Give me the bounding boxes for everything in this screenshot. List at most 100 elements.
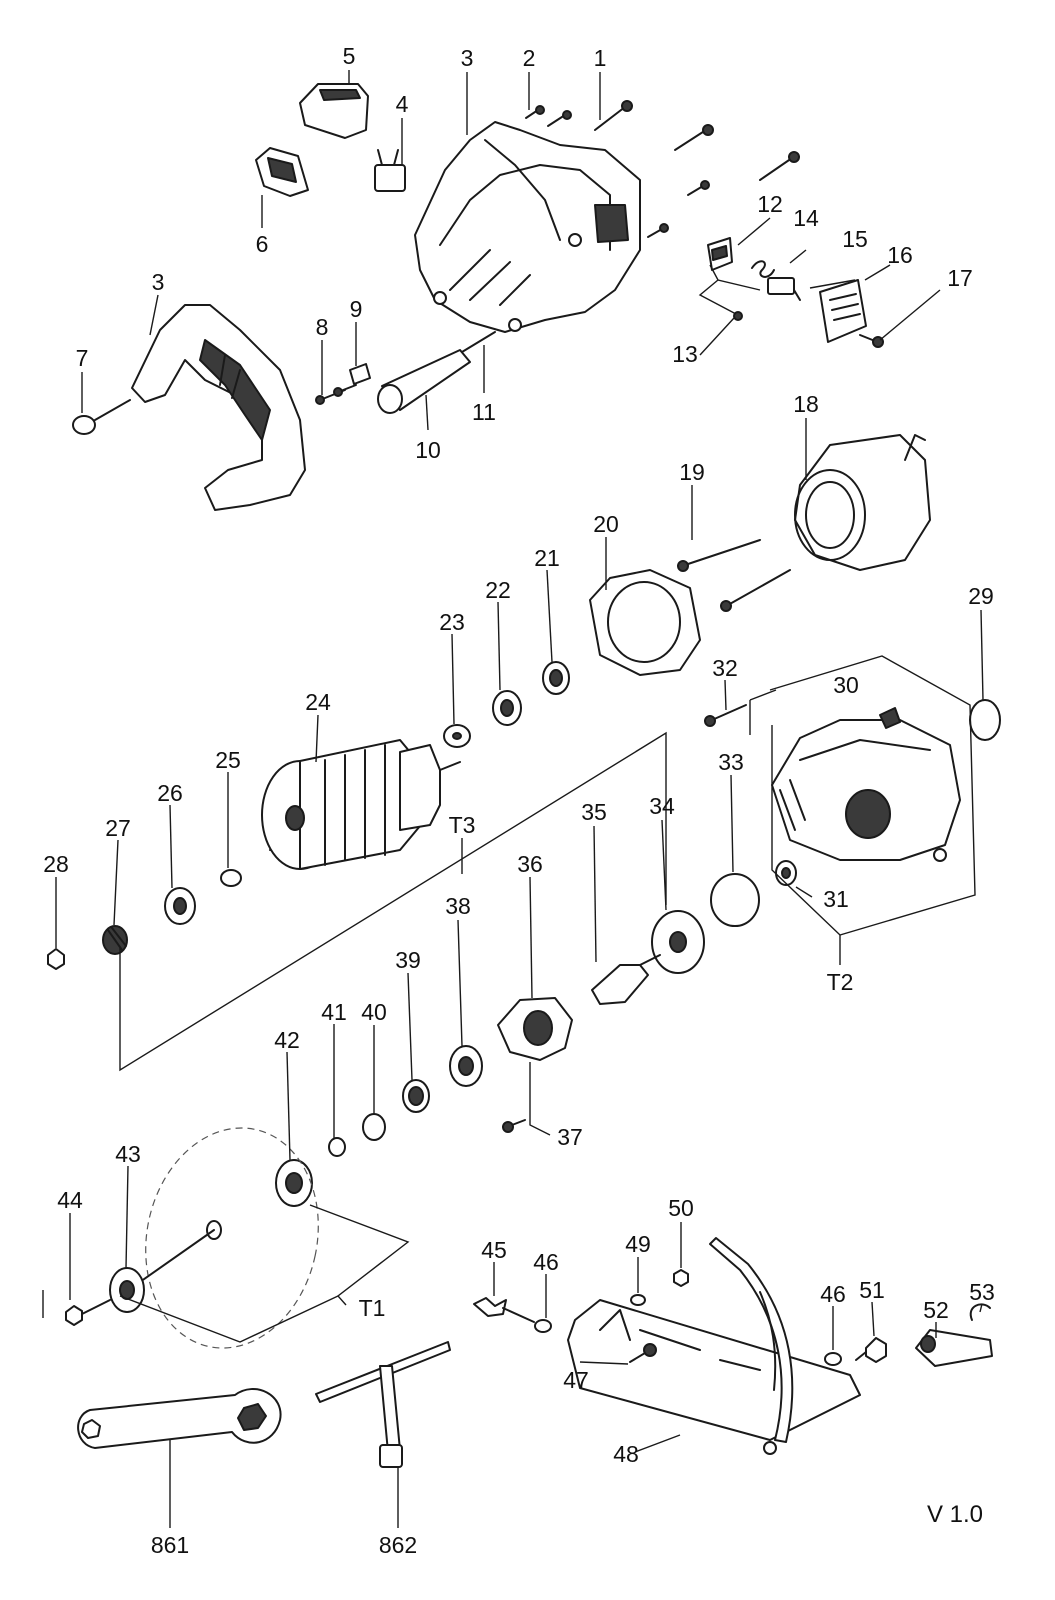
label-part-34: 34 [649, 793, 675, 819]
part-housing-screws [525, 100, 800, 238]
part-seal-39 [402, 1079, 430, 1113]
label-part-45: 45 [481, 1237, 507, 1263]
label-part-9: 9 [350, 296, 363, 322]
label-part-33: 33 [718, 749, 744, 775]
part-spindle [591, 954, 661, 1005]
label-part-44: 44 [57, 1187, 83, 1213]
label-part-3-handle: 3 [152, 269, 165, 295]
part-nut-50 [673, 1269, 689, 1287]
label-part-48: 48 [613, 1441, 639, 1467]
label-part-4: 4 [396, 91, 409, 117]
label-part-19: 19 [679, 459, 705, 485]
label-part-20: 20 [593, 511, 619, 537]
label-part-16: 16 [887, 242, 913, 268]
part-bearing-38 [449, 1045, 483, 1087]
part-switch-block [299, 83, 369, 139]
label-part-18: 18 [793, 391, 819, 417]
part-washer-25 [220, 869, 242, 887]
label-part-36: 36 [517, 851, 543, 877]
label-part-1: 1 [594, 45, 607, 71]
part-bolt-51 [855, 1337, 887, 1363]
part-bearing-26 [164, 887, 196, 925]
label-t3: T3 [449, 812, 476, 838]
tool-t-wrench [315, 1341, 451, 1468]
part-gear-34 [651, 910, 705, 974]
part-knob [72, 399, 131, 435]
part-armature [261, 739, 461, 870]
part-outer-flange [109, 1267, 145, 1313]
label-part-46-left: 46 [533, 1249, 559, 1275]
label-part-52: 52 [923, 1297, 949, 1323]
part-cable-sleeve [377, 331, 496, 414]
part-brush-cover [819, 279, 867, 343]
label-part-50: 50 [668, 1195, 694, 1221]
part-spring [751, 260, 775, 278]
label-part-25: 25 [215, 747, 241, 773]
part-motor-housing [414, 121, 641, 333]
part-handle [131, 304, 306, 511]
part-washer-46-right [824, 1352, 842, 1366]
part-washer-23 [443, 724, 471, 748]
label-part-22: 22 [485, 577, 511, 603]
label-t1: T1 [359, 1295, 386, 1321]
label-part-49: 49 [625, 1231, 651, 1257]
label-part-30: 30 [833, 672, 859, 698]
part-circlip-41 [328, 1137, 346, 1157]
label-part-23: 23 [439, 609, 465, 635]
part-bolt-47 [629, 1343, 657, 1363]
part-bolt-44 [65, 1299, 111, 1326]
label-part-5: 5 [343, 43, 356, 69]
part-wing-nut [473, 1297, 535, 1323]
part-washer-46-left [534, 1319, 552, 1333]
part-cover-screw [859, 334, 884, 348]
label-part-47: 47 [563, 1367, 589, 1393]
label-part-10: 10 [415, 437, 441, 463]
leader-lines [42, 70, 984, 1528]
part-capacitor [374, 149, 406, 192]
part-clip-53 [969, 1303, 991, 1321]
part-sleeve-40 [362, 1113, 386, 1141]
label-part-28: 28 [43, 851, 69, 877]
part-cable-clamp [315, 363, 371, 405]
part-nut-28 [47, 948, 65, 970]
label-part-42: 42 [274, 1027, 300, 1053]
part-bearing-22 [492, 690, 522, 726]
label-part-32: 32 [712, 655, 738, 681]
part-screw-32 [704, 704, 747, 727]
part-bearing-housing [497, 997, 573, 1061]
label-part-37: 37 [557, 1124, 583, 1150]
part-pinion-gear [102, 925, 128, 955]
part-brush-holder [707, 237, 733, 271]
label-part-35: 35 [581, 799, 607, 825]
label-part-8: 8 [316, 314, 329, 340]
label-part-43: 43 [115, 1141, 141, 1167]
part-bearing-21 [542, 661, 570, 695]
label-part-27: 27 [105, 815, 131, 841]
label-part-21: 21 [534, 545, 560, 571]
part-bearing-31 [775, 860, 797, 886]
label-part-17: 17 [947, 265, 973, 291]
label-part-14: 14 [793, 205, 819, 231]
part-long-screws [677, 539, 791, 612]
label-part-861: 861 [151, 1532, 189, 1558]
label-part-53: 53 [969, 1279, 995, 1305]
part-gear-housing [771, 707, 961, 862]
label-part-39: 39 [395, 947, 421, 973]
label-part-40: 40 [361, 999, 387, 1025]
part-base-plate [567, 1237, 861, 1455]
label-part-862: 862 [379, 1532, 417, 1558]
label-part-15: 15 [842, 226, 868, 252]
label-part-13: 13 [672, 341, 698, 367]
part-stator [794, 434, 931, 571]
saw-blade-outline [145, 1127, 319, 1349]
label-part-3-housing: 3 [461, 45, 474, 71]
part-washer-49 [630, 1294, 646, 1306]
label-part-29: 29 [968, 583, 994, 609]
part-lever [915, 1329, 993, 1367]
label-part-41: 41 [321, 999, 347, 1025]
label-part-2: 2 [523, 45, 536, 71]
part-screw-37 [502, 1119, 526, 1133]
part-baffle-ring [589, 569, 701, 676]
